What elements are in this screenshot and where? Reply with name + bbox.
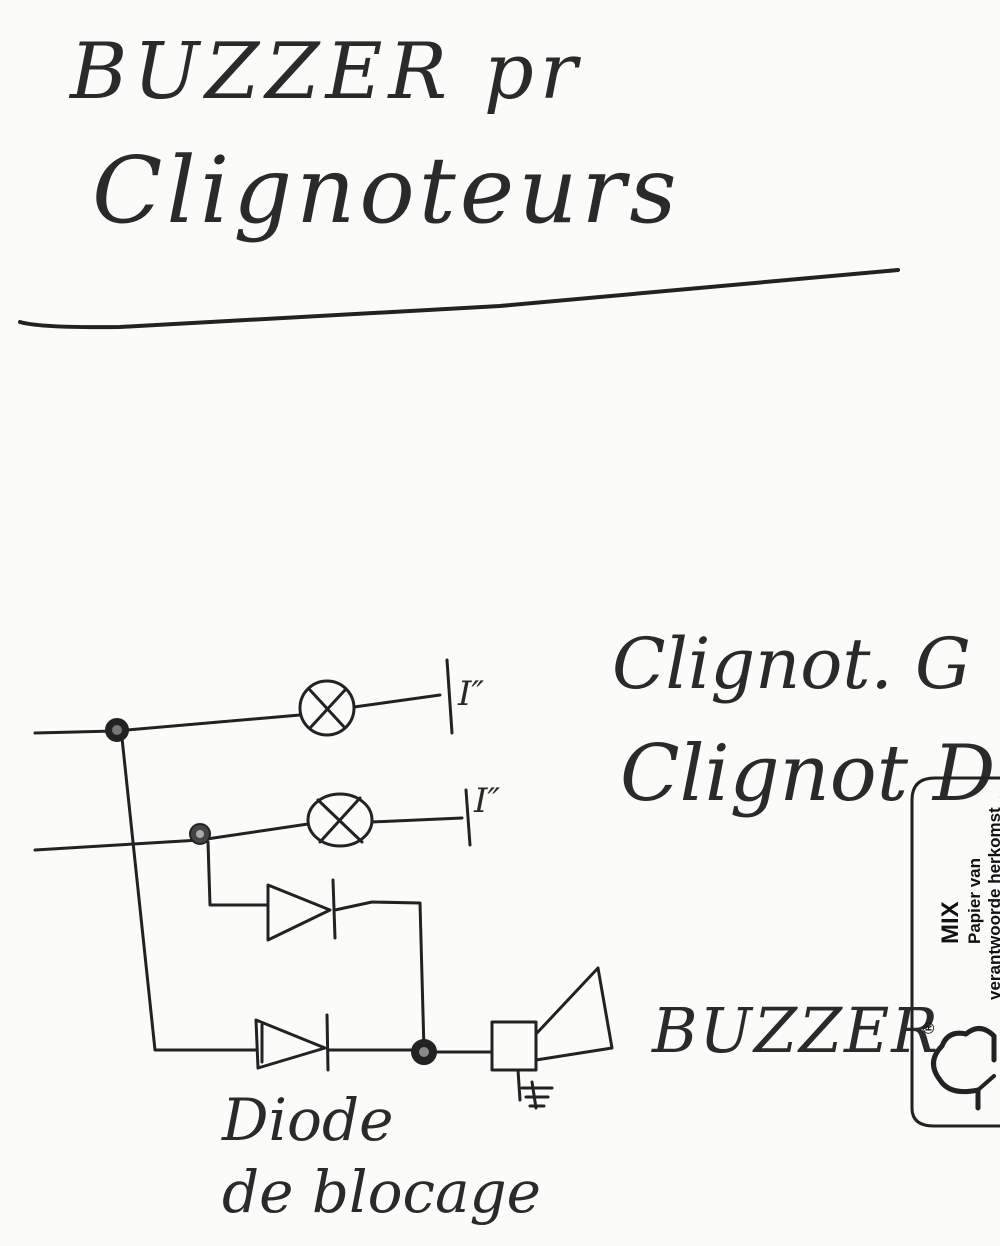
label-diode-2: de blocage xyxy=(222,1158,541,1226)
diode-upper-icon xyxy=(266,878,337,942)
wire-lamp-left-ground xyxy=(352,693,442,709)
fsc-line-1: Papier van xyxy=(965,858,984,944)
label-buzzer: BUZZER xyxy=(651,994,940,1067)
buzzer-icon xyxy=(490,966,614,1072)
lamp-left-ground-label: I″ xyxy=(457,674,484,714)
wire-right-bus xyxy=(33,822,310,852)
ground-icon xyxy=(516,1068,554,1110)
fsc-logo-frame xyxy=(910,776,1000,1128)
fsc-tree-icon xyxy=(931,1026,997,1111)
fsc-registered: ® xyxy=(921,1022,938,1034)
wire-left-bus xyxy=(33,713,302,735)
fsc-line-2: verantwoorde herkomst xyxy=(985,807,1000,1000)
lamp-right-ground-label: I″ xyxy=(473,781,500,821)
title-line-1: BUZZER pr xyxy=(68,27,583,117)
wire-diode-upper-out xyxy=(333,900,426,1052)
diode-lower-icon xyxy=(254,1013,330,1072)
label-left-turn: Clignot. G xyxy=(612,623,971,705)
label-diode-1: Diode xyxy=(221,1086,393,1154)
ground-mark-right xyxy=(464,788,472,847)
ground-mark-left xyxy=(445,658,454,735)
label-right-turn: Clignot D. xyxy=(620,729,1000,819)
title-underline xyxy=(18,268,900,330)
wire-left-down xyxy=(120,736,258,1052)
lamp-left-icon xyxy=(298,679,356,737)
wire-lamp-right-ground xyxy=(370,816,464,824)
fsc-mix-logo: MIX Papier van verantwoorde herkomst ® xyxy=(910,776,1000,1128)
wire-right-down xyxy=(206,840,270,907)
lamp-right-icon xyxy=(306,792,374,848)
title-line-2: Clignoteurs xyxy=(92,137,681,244)
fsc-mix: MIX xyxy=(937,901,964,944)
